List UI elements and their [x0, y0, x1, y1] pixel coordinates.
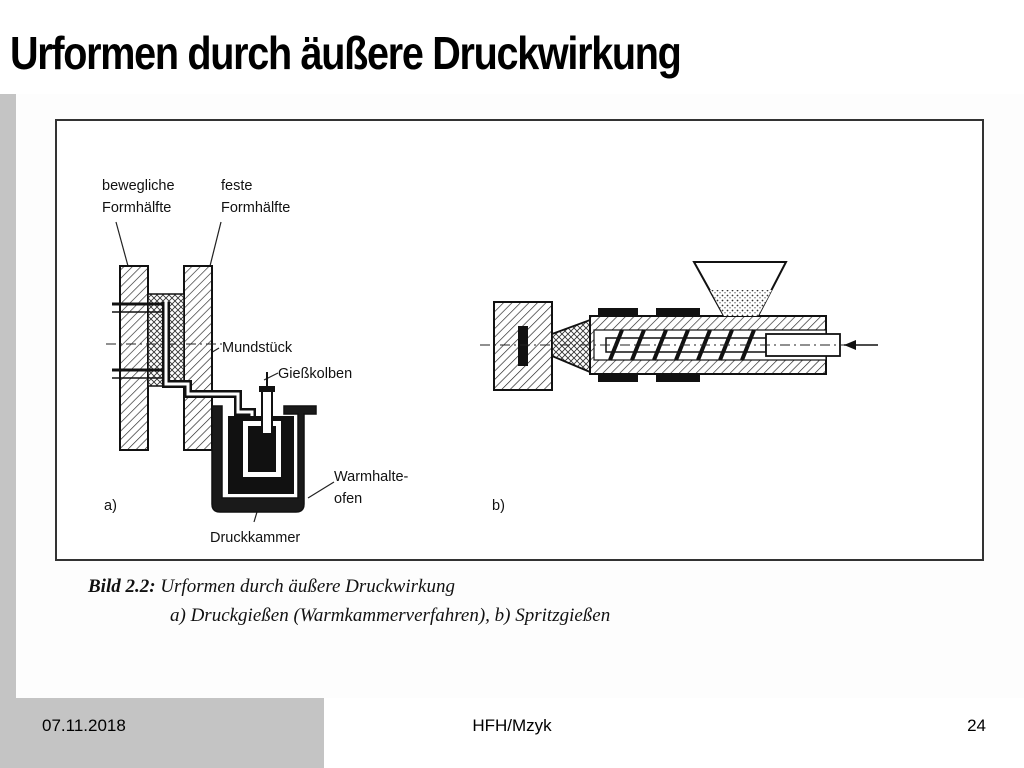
- heater-band-3: [598, 374, 638, 382]
- diagram-b-injection-molding: [480, 261, 880, 391]
- fixed-mold-half: [183, 265, 213, 451]
- leader-warmhalteofen: [307, 481, 335, 499]
- label-mundstueck: Mundstück: [222, 340, 293, 356]
- heater-band-2: [656, 308, 700, 316]
- leader-feste: [209, 221, 222, 267]
- footer-page-number: 24: [967, 716, 986, 735]
- label-ofen: ofen: [334, 491, 362, 507]
- movable-mold-half: [119, 265, 149, 451]
- label-feste: feste: [221, 178, 252, 194]
- footer-accent-bar: [0, 698, 324, 768]
- scanned-figure: bewegliche Formhälfte feste Formhälfte M…: [16, 94, 1024, 698]
- plunger: [261, 389, 273, 435]
- label-bewegliche-formhaelfte: Formhälfte: [102, 200, 171, 216]
- label-part-b: b): [492, 498, 505, 514]
- process-diagram: bewegliche Formhälfte feste Formhälfte M…: [55, 119, 984, 561]
- label-druckkammer: Druckkammer: [210, 530, 300, 546]
- label-part-a: a): [104, 498, 117, 514]
- slide-title: Urformen durch äußere Druckwirkung: [10, 27, 682, 79]
- label-feste-formhaelfte: Formhälfte: [221, 200, 290, 216]
- caption-subtitle: a) Druckgießen (Warmkammerverfahren), b)…: [170, 605, 611, 626]
- label-bewegliche: bewegliche: [102, 178, 175, 194]
- diagram-a-die-casting: [106, 221, 335, 523]
- leader-bewegliche: [115, 221, 129, 267]
- caption-title: Urformen durch äußere Druckwirkung: [160, 576, 455, 597]
- mold-cavity-b: [518, 326, 528, 366]
- caption-number: Bild 2.2:: [88, 576, 156, 597]
- footer-date: 07.11.2018: [42, 716, 126, 735]
- figure-caption: Bild 2.2: Urformen durch äußere Druckwir…: [88, 572, 610, 630]
- holding-furnace: [211, 405, 317, 513]
- force-arrow: [844, 340, 856, 350]
- heater-band-4: [656, 374, 700, 382]
- footer-author: HFH/Mzyk: [472, 716, 552, 735]
- left-accent-bar: [0, 94, 16, 698]
- label-giesskolben: Gießkolben: [278, 366, 352, 382]
- label-warmhalte: Warmhalte-: [334, 469, 409, 485]
- heater-band-1: [598, 308, 638, 316]
